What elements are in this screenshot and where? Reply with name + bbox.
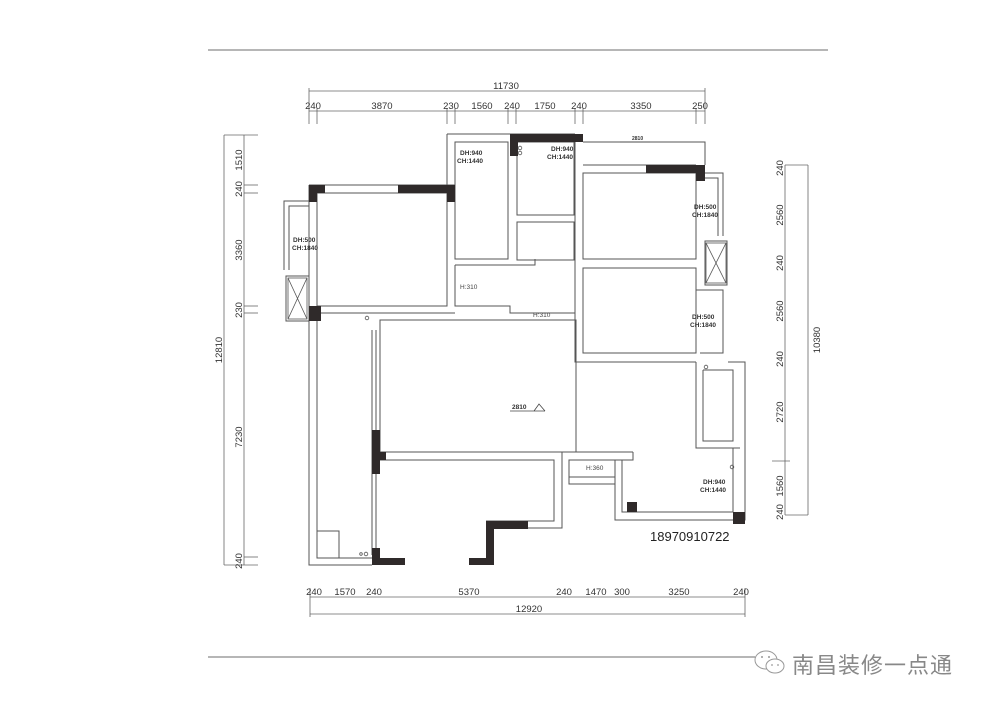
window-dh-label: DH:940 (460, 150, 483, 157)
bottom-total-dim: 12920 (516, 604, 542, 615)
beam-height-label: H:310 (533, 312, 551, 319)
top-dim-seg: 1560 (471, 101, 492, 112)
window-ch-label: CH:1440 (700, 487, 726, 494)
beam-height-label: H:310 (460, 284, 478, 291)
watermark-text: 南昌装修一点通 (792, 654, 954, 679)
bottom-dim-seg: 240 (733, 587, 749, 598)
left-dim-seg: 240 (234, 181, 245, 197)
window-dh-label: DH:500 (692, 314, 715, 321)
top-dim-seg: 3870 (371, 101, 392, 112)
right-dim-seg: 240 (775, 351, 786, 367)
left-dim-seg: 230 (234, 302, 245, 318)
right-dim-seg: 2720 (775, 401, 786, 422)
window-dh-label: DH:940 (551, 146, 574, 153)
right-dim-seg: 240 (775, 504, 786, 520)
bottom-dim-seg: 240 (366, 587, 382, 598)
left-total-dim: 12810 (214, 337, 225, 363)
elevation-label: 2810 (632, 136, 643, 142)
window-ch-label: CH:1840 (690, 322, 716, 329)
top-dim-seg: 250 (692, 101, 708, 112)
right-dim-seg: 240 (775, 160, 786, 176)
top-dim-seg: 3350 (630, 101, 651, 112)
bottom-dim-seg: 300 (614, 587, 630, 598)
right-total-dim: 10380 (812, 327, 823, 353)
top-dim-seg: 240 (305, 101, 321, 112)
right-dim-seg: 2560 (775, 204, 786, 225)
left-dim-seg: 240 (234, 553, 245, 569)
top-total-dim: 11730 (493, 81, 519, 92)
window-ch-label: CH:1440 (547, 154, 573, 161)
wechat-icon (754, 650, 785, 674)
left-dim-seg: 3360 (234, 239, 245, 260)
right-dim-seg: 1560 (775, 475, 786, 496)
window-ch-label: CH:1440 (457, 158, 483, 165)
top-dimensions (308, 88, 706, 124)
window-ch-label: CH:1840 (292, 245, 318, 252)
top-dim-seg: 230 (443, 101, 459, 112)
shaft-icon (287, 242, 727, 320)
top-dim-seg: 240 (571, 101, 587, 112)
elevation-mark-icon (510, 141, 650, 412)
window-dh-label: DH:500 (293, 237, 316, 244)
left-dimensions (223, 134, 258, 566)
left-dim-seg: 7230 (234, 426, 245, 447)
beam-height-label: H:360 (586, 465, 604, 472)
bottom-dim-seg: 3250 (668, 587, 689, 598)
elevation-label: 2810 (512, 404, 527, 411)
pipe-icon (359, 145, 735, 557)
bottom-dim-seg: 5370 (458, 587, 479, 598)
structural-columns (309, 134, 745, 565)
bottom-dim-seg: 1570 (334, 587, 355, 598)
window-dh-label: DH:940 (703, 479, 726, 486)
bottom-dim-seg: 240 (306, 587, 322, 598)
window-ch-label: CH:1840 (692, 212, 718, 219)
right-dim-seg: 240 (775, 255, 786, 271)
bottom-dimensions (309, 588, 746, 617)
right-dim-seg: 2560 (775, 300, 786, 321)
left-dim-seg: 1510 (234, 149, 245, 170)
bottom-dim-seg: 1470 (585, 587, 606, 598)
right-dimensions (772, 164, 809, 516)
phone-number: 18970910722 (650, 529, 730, 544)
bottom-dim-seg: 240 (556, 587, 572, 598)
top-dim-seg: 240 (504, 101, 520, 112)
wall-outlines (283, 133, 746, 566)
window-dh-label: DH:500 (694, 204, 717, 211)
top-dim-seg: 1750 (534, 101, 555, 112)
